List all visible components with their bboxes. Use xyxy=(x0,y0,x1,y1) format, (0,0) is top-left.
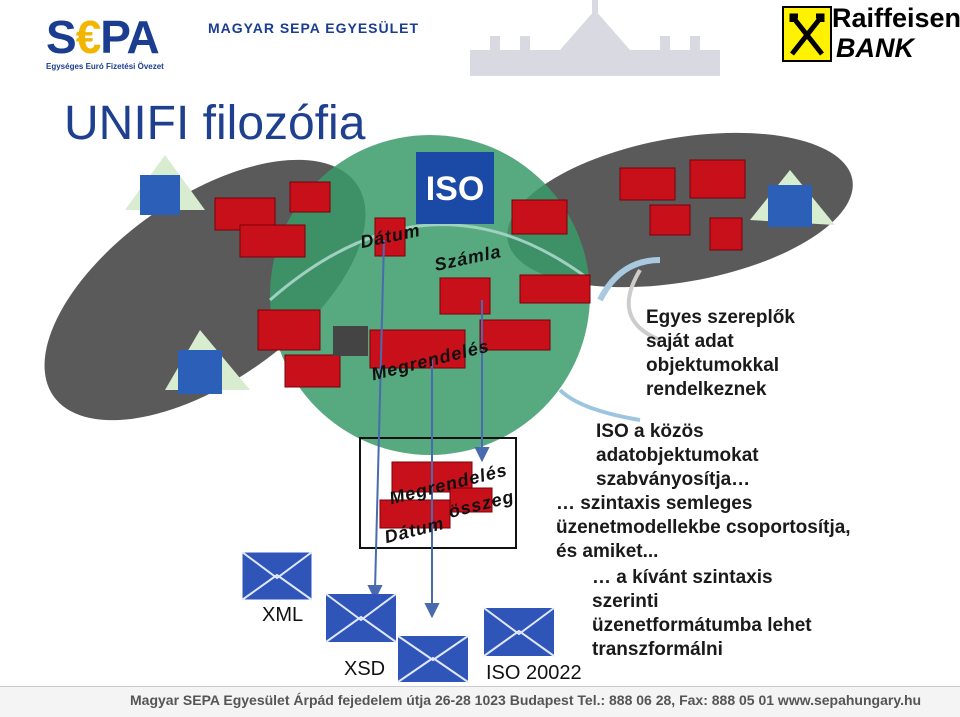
message-model-box xyxy=(359,437,517,549)
footer-bar xyxy=(0,686,960,717)
label-xsd: XSD xyxy=(344,658,386,680)
sepa-tagline: Egységes Euró Fizetési Övezet xyxy=(46,62,164,71)
header-bar: S€PA Egységes Euró Fizetési Övezet MAGYA… xyxy=(0,0,960,82)
envelope-icon xyxy=(241,551,313,601)
dark-brick xyxy=(333,326,368,356)
org-name: MAGYAR SEPA EGYESÜLET xyxy=(208,20,420,36)
iso-globe xyxy=(270,135,590,455)
data-object-bricks xyxy=(214,159,746,388)
page-title: UNIFI filozófia xyxy=(64,97,366,150)
raiffeisen-logo-icon xyxy=(782,6,832,62)
message-model-bricks xyxy=(379,461,493,529)
mapping-arrows xyxy=(367,239,490,619)
envelope-icon xyxy=(325,593,397,643)
envelope-icon xyxy=(397,635,469,683)
sepa-logo: S€PA xyxy=(46,11,160,63)
label-iso20022: ISO 20022 xyxy=(486,662,582,684)
building-icon xyxy=(125,155,205,215)
parliament-icon xyxy=(470,0,720,76)
building-icon xyxy=(750,170,835,227)
building-icon xyxy=(165,330,250,394)
label-xml: XML xyxy=(262,604,304,626)
footer-text: Magyar SEPA Egyesület Árpád fejedelem út… xyxy=(130,692,922,708)
iso-logo-text: ISO xyxy=(426,170,485,208)
bank-name: Raiffeisen xyxy=(832,3,960,33)
iso-logo-icon xyxy=(416,152,494,224)
envelope-icon xyxy=(483,607,555,657)
bank-sub: BANK xyxy=(836,33,914,63)
